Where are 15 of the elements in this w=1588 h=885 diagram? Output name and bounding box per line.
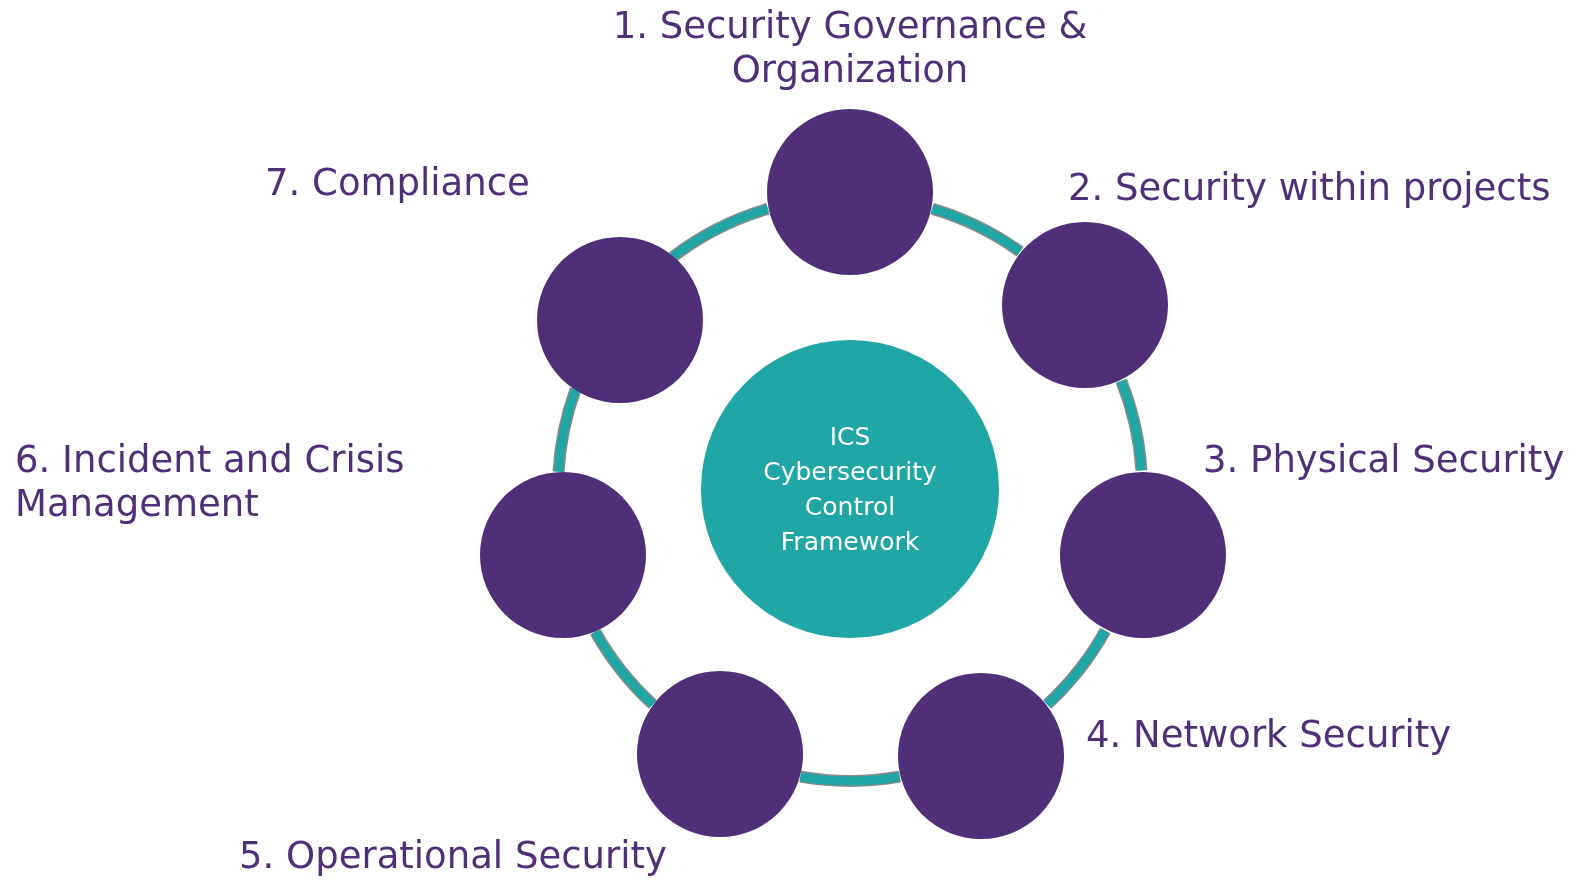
- category-label: 4. Network Security: [1086, 713, 1453, 757]
- ring-segment: [1115, 378, 1148, 471]
- category-label: 6. Incident and Crisis Management: [15, 438, 406, 526]
- category-label: 2. Security within projects: [1068, 166, 1552, 210]
- category-label: 7. Compliance: [265, 161, 531, 205]
- ring-segment: [590, 628, 658, 709]
- category-label: 5. Operational Security: [239, 834, 668, 878]
- ring-segment: [799, 770, 901, 787]
- category-label: 1. Security Governance & Organization: [611, 4, 1089, 92]
- ring-segment: [669, 203, 770, 262]
- ring-segment: [552, 387, 582, 473]
- center-label: ICS Cybersecurity Control Framework: [762, 421, 938, 558]
- category-label: 3. Physical Security: [1203, 438, 1566, 482]
- ring-segment: [1042, 627, 1111, 709]
- ring-segment: [930, 203, 1024, 257]
